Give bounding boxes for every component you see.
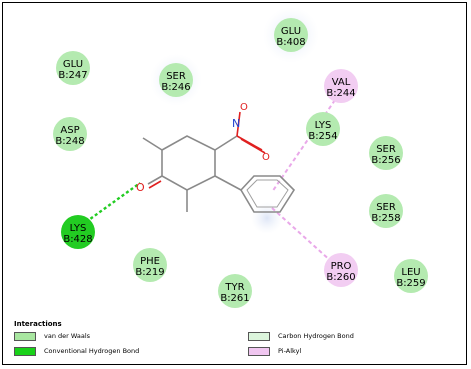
residue-name: VAL: [332, 77, 351, 88]
residue-chain: B:247: [58, 70, 87, 81]
residue-circle: [53, 117, 87, 151]
residue-name: TYR: [224, 282, 244, 293]
nitro-o-atom: O: [240, 102, 248, 113]
residue-chain: B:408: [276, 37, 305, 48]
residue-name: GLU: [63, 59, 83, 70]
residue-name: GLU: [281, 26, 301, 37]
residue-name: SER: [376, 202, 396, 213]
legend-swatch-carbon-hbond: [248, 332, 270, 341]
residue-circle: [369, 194, 403, 228]
nitro-o-atom: O: [262, 152, 270, 163]
residue-chain: B:256: [371, 155, 400, 166]
residue-chain: B:260: [326, 272, 355, 283]
pi-alkyl-line: [271, 99, 336, 193]
residue-circle: [56, 51, 90, 85]
residue-chain: B:428: [63, 234, 92, 245]
nitro-n-atom: N: [232, 117, 240, 130]
residue-chain: B:246: [161, 82, 190, 93]
ligand-structure: [142, 111, 296, 213]
residue-chain: B:219: [135, 267, 164, 278]
residue-name: LYS: [315, 120, 332, 131]
residue-name: LEU: [401, 267, 420, 278]
residue-circle: [369, 136, 403, 170]
legend-title: Interactions: [14, 320, 62, 328]
legend-label-carbon-hbond: Carbon Hydrogen Bond: [278, 332, 354, 340]
legend-swatch-pi-alkyl: [248, 347, 270, 356]
residue-name: LYS: [70, 223, 87, 234]
residue-chain: B:259: [396, 278, 425, 289]
residue-circle: [324, 253, 358, 287]
residue-circle: [324, 69, 358, 103]
residue-name: PRO: [331, 261, 352, 272]
residue-name: SER: [166, 71, 186, 82]
residue-circle: [159, 63, 193, 97]
legend-label-vdw: van der Waals: [44, 332, 91, 340]
legend-label-hbond: Conventional Hydrogen Bond: [44, 347, 140, 355]
residue-circle: [306, 112, 340, 146]
legend-swatch-vdw: [14, 332, 36, 341]
legend: Interactions van der Waals Conventional …: [12, 320, 462, 366]
residue-name: ASP: [60, 125, 79, 136]
residue-chain: B:254: [308, 131, 337, 142]
residue-chain: B:258: [371, 213, 400, 224]
residue-chain: B:261: [220, 293, 249, 304]
residue-circle: [394, 259, 428, 293]
legend-label-pi-alkyl: Pi-Alkyl: [278, 347, 302, 355]
residue-circle: [133, 248, 167, 282]
residue-name: SER: [376, 144, 396, 155]
residue-circle: [61, 215, 95, 249]
carbonyl-o-atom: O: [136, 181, 145, 194]
residue-name: PHE: [140, 256, 160, 267]
residue-chain: B:244: [326, 88, 355, 99]
residue-chain: B:248: [55, 136, 84, 147]
legend-swatch-hbond: [14, 347, 36, 356]
hydrogen-bond-line: [85, 182, 141, 223]
residue-circle: [218, 274, 252, 308]
residue-circle: [274, 18, 308, 52]
